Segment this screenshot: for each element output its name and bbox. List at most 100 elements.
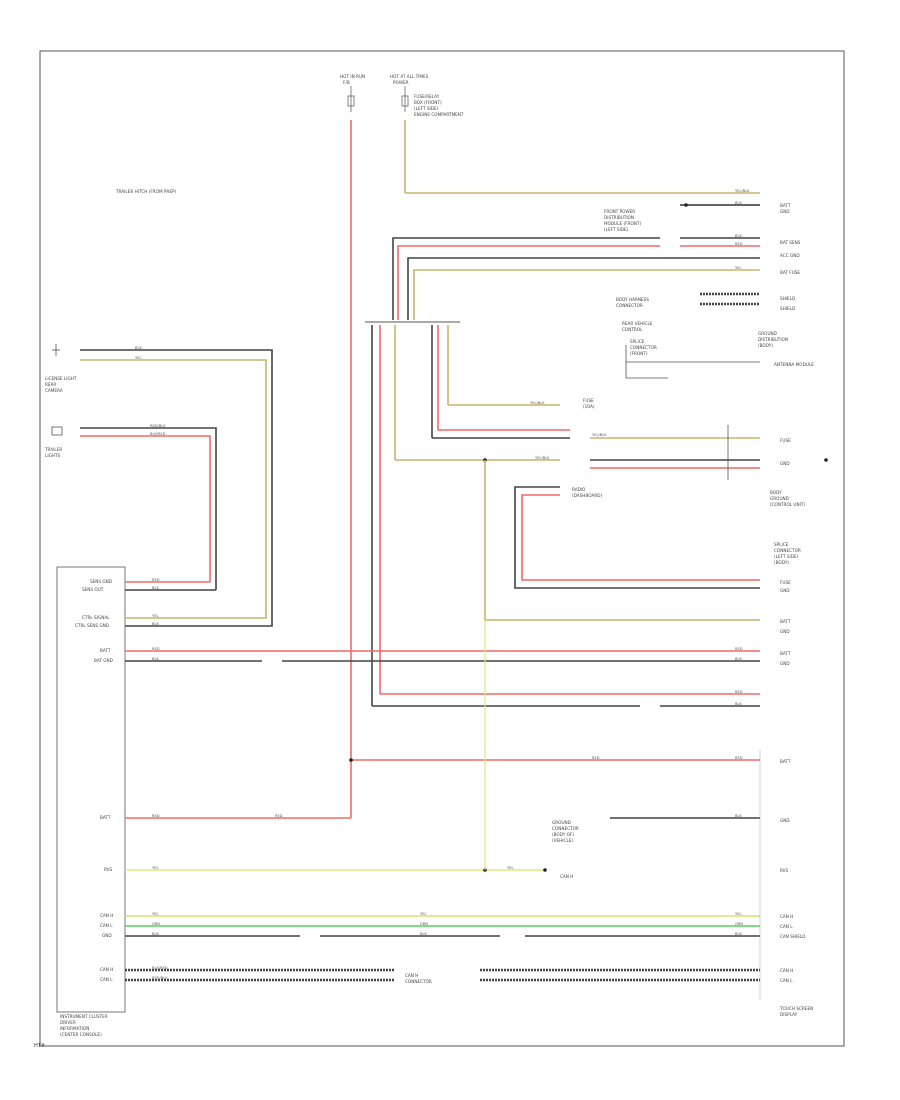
right-top-pin-1: BATT (780, 203, 791, 208)
wire-tag-39: YEL/BLK (530, 401, 545, 405)
wire-tags: BLK YEL RED/BLK BLK/RED RED BLK YEL BLK … (135, 189, 750, 980)
callout-splice-conn-1: SPLICE (774, 542, 789, 547)
callout-can-h-bottom-1: CAN H (405, 973, 418, 978)
callout-body-ground-1: BODY (770, 490, 782, 495)
wire-tag-26: BLK (735, 702, 742, 706)
right-top-pin-7: SHIELD (780, 306, 795, 311)
wire-tag-35: BLK (420, 932, 427, 936)
wire-tag-17: RED/BLK (152, 976, 168, 980)
wire-tag-15: BLK (152, 932, 159, 936)
wire-tag-7: YEL (152, 614, 158, 618)
callout-antenna-1: ANTENNA MODULE (774, 362, 814, 367)
wire-tag-12: YEL (152, 866, 158, 870)
callout-splice: SPLICE CONNECTOR (FRONT) (630, 339, 657, 356)
right-module-name-1: TOUCH SCREEN (779, 1006, 813, 1011)
right-top-pin-4: ACC GND (780, 253, 800, 258)
wire-tag-24: BLK (735, 657, 742, 661)
fuse-block-line3: (LEFT SIDE) (414, 106, 439, 111)
right-module-pin-1: BATT (780, 759, 791, 764)
diagram-note: TRAILER HITCH (FROM PREP) (115, 189, 177, 194)
right-module-pins: BATT GND RVS CAN H CAN L CAN SHIELD CAN … (780, 759, 806, 983)
left-module-name-1: INSTRUMENT CLUSTER (60, 1014, 108, 1019)
callout-rear-module: REAR VEHICLE CONTROL (622, 321, 653, 332)
wire-tag-19: BLK (735, 201, 742, 205)
trailer-lights-component: TRAILER LIGHTS (44, 447, 62, 458)
wire-tag-13: YEL (152, 912, 158, 916)
wire-tag-3: RED/BLK (150, 424, 166, 428)
callout-front-pdm-2: DISTRIBUTION (604, 215, 634, 220)
wire-black-left-mid (80, 427, 217, 590)
wire-tag-10: BLK (152, 657, 159, 661)
callout-radio-module: RADIO (DASHBOARD) (572, 487, 602, 498)
right-module-pin-7: CAN H (780, 968, 793, 973)
callout-body-ground: BODY GROUND (CONTROL UNIT) (770, 490, 805, 507)
wire-tag-33: YEL (420, 912, 426, 916)
wire-tag-14: GRN (152, 922, 160, 926)
wire-tag-22: YEL (735, 266, 741, 270)
right-module-pin-4: CAN H (780, 914, 793, 919)
right-mid-pin-2: GND (780, 461, 790, 466)
left-module-name-3: INFORMATION (60, 1026, 89, 1031)
right-top-pin-5: BAT FUSE (780, 270, 800, 275)
left-pin-2: SENS OUT (82, 587, 104, 592)
wire-yellow-left-top (80, 359, 267, 575)
wire-tag-5: RED (152, 578, 160, 582)
right-mid-pin-5: BATT (780, 619, 791, 624)
right-module-pin-8: CAN L (780, 978, 793, 983)
left-module-pins: SENS GND SENS OUT CTRL SIGNAL CTRL SENS … (75, 579, 113, 982)
right-mid-pin-8: GND (780, 661, 790, 666)
wire-tag-27: RED (735, 756, 743, 760)
callout-rear-module-2: CONTROL (622, 327, 643, 332)
callout-splice-conn-2: CONNECTOR (774, 548, 801, 553)
callout-ground-splice-1: GROUND (758, 331, 777, 336)
wire-tag-25: RED (735, 690, 743, 694)
callout-front-pdm-3: MODULE (FRONT) (604, 221, 641, 226)
right-mid-pins: FUSE GND FUSE GND BATT GND BATT GND (780, 438, 791, 666)
callout-ground-splice-3: (BODY) (758, 343, 773, 348)
right-top-pins: BATT GND BAT SENS ACC GND BAT FUSE SHIEL… (780, 203, 801, 311)
wire-tag-34: GRN (420, 922, 428, 926)
right-module-pin-6: CAN SHIELD (780, 934, 806, 939)
callout-ground-label-4: (VEHICLE) (552, 838, 573, 843)
wire-tag-38: YEL/BLK (592, 433, 607, 437)
wire-tag-21: RED (735, 242, 743, 246)
callout-radio-module-2: (DASHBOARD) (572, 493, 602, 498)
left-module-box (56, 566, 126, 1013)
callout-front-pdm-1: FRONT POWER (604, 209, 635, 214)
wire-red-upper-loop (397, 245, 660, 320)
rear-camera-label-1: LICENSE LIGHT (45, 376, 77, 381)
right-module-pin-3: RVS (780, 868, 789, 873)
callout-body-harness-2: CONNECTOR (616, 303, 643, 308)
wire-black-upper-loop (392, 237, 660, 320)
wire-tag-29: YEL (735, 912, 741, 916)
splice-dot-rvs-2 (543, 868, 547, 872)
callout-can-h-left: CAN H (560, 874, 573, 879)
callout-can-h-bottom: CAN H CONNECTOR (405, 973, 432, 984)
left-pin-9: CAN H (100, 913, 113, 918)
callout-splice-3: (FRONT) (630, 351, 648, 356)
right-top-pin-6: SHIELD (780, 296, 795, 301)
callout-body-ground-2: GROUND (770, 496, 789, 501)
source-right-line1: HOT AT ALL TIMES (390, 74, 429, 79)
wire-tag-28: BLK (735, 814, 742, 818)
callout-ground-label-3: (BODY OF) (552, 832, 574, 837)
fuse-block-label: FUSE/RELAY BOX (FRONT) (LEFT SIDE) ENGIN… (414, 94, 464, 117)
wire-yellow-module-1 (125, 575, 267, 619)
wire-black-left-top (80, 349, 273, 565)
callout-body-harness-1: BODY HARNESS (616, 297, 649, 302)
footer-code: HT# (34, 1043, 46, 1049)
antenna-icon-left (52, 344, 60, 356)
right-mid-pin-3: FUSE (780, 580, 791, 585)
left-module-name-4: (CENTER CONSOLE) (60, 1032, 102, 1037)
left-pin-11: GND (102, 933, 112, 938)
callout-ground-splice-2: DISTRIBUTION (758, 337, 788, 342)
right-mid-pin-4: GND (780, 588, 790, 593)
wire-tag-1: BLK (135, 346, 142, 350)
callout-body-ground-3: (CONTROL UNIT) (770, 502, 805, 507)
splice-dot-top-right (684, 203, 688, 207)
trailer-lights-label-2: LIGHTS (45, 453, 61, 458)
right-module-pin-5: CAN L (780, 924, 793, 929)
callout-front-pdm-4: (LEFT SIDE) (604, 227, 629, 232)
left-pin-10: CAN L (100, 923, 113, 928)
wire-black-gnd-loop (514, 486, 760, 589)
